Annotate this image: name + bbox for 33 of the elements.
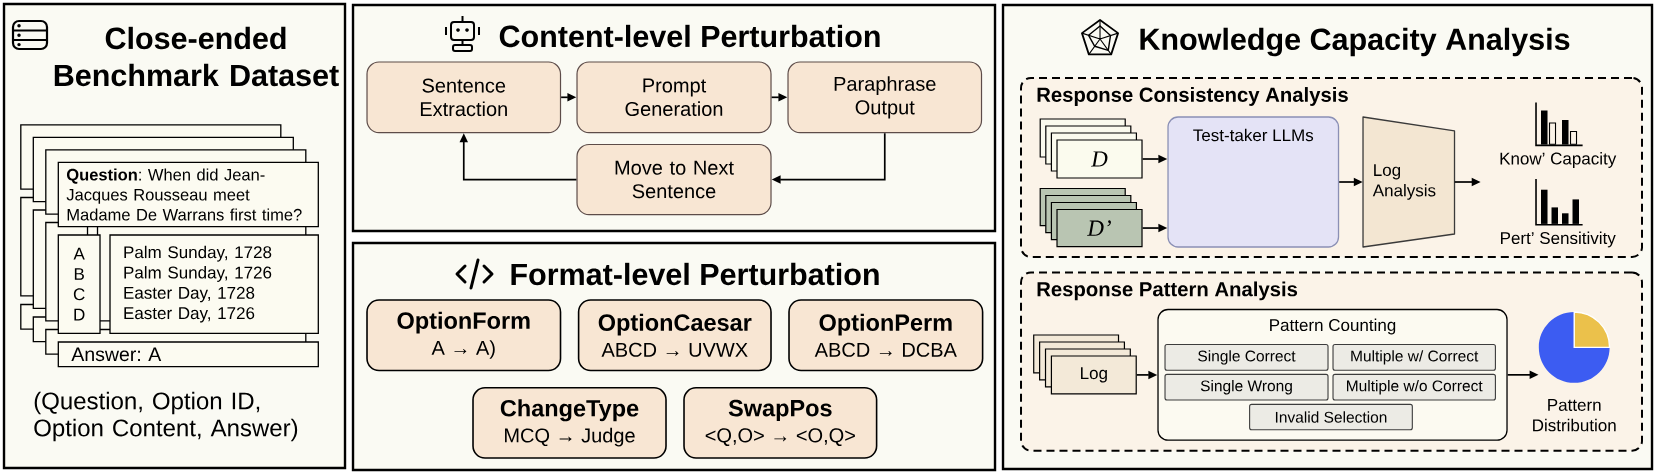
trapezoid-box: Log Analysis: [1362, 116, 1456, 248]
section-heading: Response Pattern Analysis: [1037, 281, 1298, 301]
option-id-box: A B C D: [57, 234, 101, 334]
chart-caption: Pattern Distribution: [1533, 399, 1616, 432]
process-box: Paraphrase Output: [787, 61, 983, 134]
category-cell: Single Correct: [1164, 343, 1329, 371]
category-cell: Invalid Selection: [1249, 403, 1413, 431]
method-box: ChangeType MCQ → Judge: [472, 387, 667, 459]
method-box: OptionPerm ABCD → DCBA: [788, 299, 984, 372]
process-box: Move to Next Sentence: [576, 143, 772, 216]
answer-card: Answer: A: [57, 341, 319, 368]
process-box: Sentence Extraction: [366, 61, 562, 134]
method-box: SwapPos <Q,O> → <O,Q>: [683, 387, 878, 459]
panel-title: Close-ended Benchmark Dataset: [54, 26, 339, 87]
dataset-card: D’: [1056, 208, 1143, 248]
chart-caption: Know’ Capacity: [1500, 152, 1617, 168]
dataset-card: D: [1056, 139, 1143, 179]
caption: (Question, Option ID, Option Content, Answer): [34, 391, 298, 442]
panel-title: Content-level Perturbation: [499, 24, 880, 48]
category-cell: Multiple w/ Correct: [1332, 343, 1496, 371]
category-cell: Multiple w/o Correct: [1332, 373, 1496, 401]
chart-caption: Pert’ Sensitivity: [1501, 231, 1616, 248]
method-box: OptionForm A → A): [366, 299, 562, 372]
panel-heading: Pattern Counting: [1270, 318, 1396, 335]
panel-title: Knowledge Capacity Analysis: [1140, 27, 1570, 57]
log-card: Log: [1050, 355, 1137, 395]
category-cell: Single Wrong: [1164, 373, 1329, 401]
panel-title: Format-level Perturbation: [511, 262, 879, 286]
model-panel: Test-taker LLMs: [1167, 116, 1340, 248]
section-heading: Response Consistency Analysis: [1037, 87, 1348, 106]
question-box: Question: When did Jean-Jacques Rousseau meet Madame De Warrans first time?: [57, 161, 319, 228]
process-box: Prompt Generation: [576, 61, 772, 134]
method-box: OptionCaesar ABCD → UVWX: [577, 299, 772, 372]
